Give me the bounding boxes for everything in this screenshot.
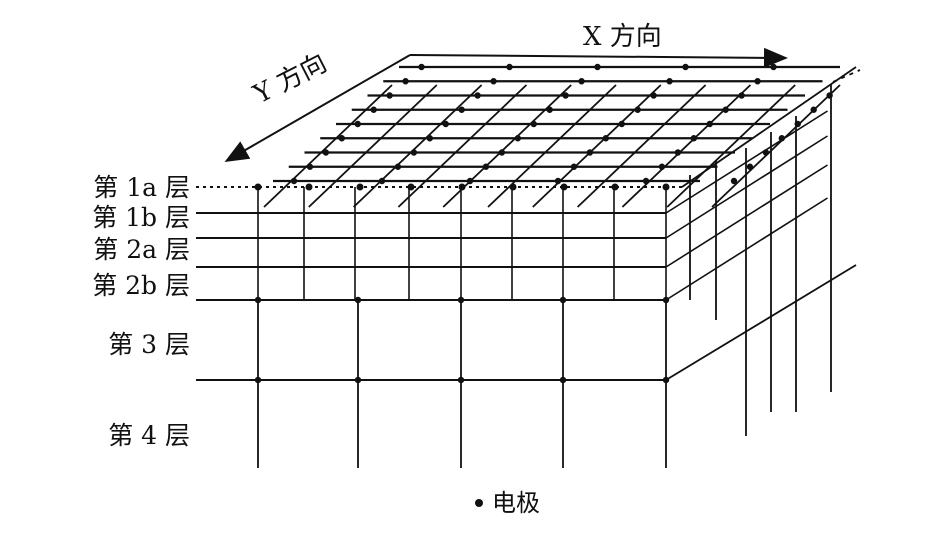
top-y-line: [487, 84, 617, 208]
electrode-dot: [394, 163, 402, 170]
electrode-dot: [559, 376, 567, 384]
electrode-legend-dot: [475, 499, 483, 507]
electrode-dot: [682, 63, 689, 71]
electrode-dot: [338, 135, 346, 142]
electrode-dot: [634, 106, 641, 113]
electrode-dot: [662, 296, 670, 304]
electrode-dot: [466, 177, 474, 185]
layer-label-1b: 第 1b 层: [92, 203, 190, 232]
top-y-line: [711, 84, 841, 208]
electrode-dot: [690, 135, 698, 142]
top-y-line: [352, 84, 483, 208]
electrode-dot: [426, 135, 434, 142]
layer-label-2b: 第 2b 层: [92, 271, 190, 300]
electrode-dot: [498, 149, 506, 156]
electrode-dot: [306, 163, 314, 170]
y-direction-arrow: [224, 54, 411, 162]
electrode-dot: [457, 296, 465, 304]
electrode-dot: [474, 92, 481, 99]
electrode-dot: [738, 92, 745, 99]
electrode-dot: [322, 149, 330, 156]
electrode-dot: [458, 183, 466, 191]
x-direction-arrow: [409, 47, 788, 68]
electrode-dot: [658, 163, 666, 170]
electrode-dot: [730, 177, 738, 185]
electrode-dot: [602, 135, 610, 142]
electrode-dot: [530, 120, 537, 128]
electrode-dot: [458, 106, 465, 113]
electrode-dot: [642, 177, 650, 185]
electrode-dot: [770, 63, 777, 71]
electrode-dot: [594, 63, 601, 71]
electrode-dot: [618, 120, 625, 128]
electrode-dot: [378, 177, 386, 185]
electrode-dot: [354, 296, 362, 304]
electrode-dot: [666, 78, 673, 85]
electrode-dot: [559, 296, 567, 304]
layer-label-3: 第 3 层: [108, 330, 190, 359]
electrode-dot: [254, 376, 262, 384]
electrode-dot: [722, 106, 729, 113]
electrode-dot: [506, 63, 513, 71]
electrode-dot: [662, 376, 670, 384]
electrode-dot: [386, 92, 393, 99]
electrode-dot: [706, 120, 713, 128]
layer-label-4: 第 4 层: [108, 421, 190, 450]
electrode-dot: [554, 177, 562, 185]
electrode-dot: [482, 163, 490, 170]
electrode-dot: [611, 183, 619, 191]
electrode-dot: [457, 376, 465, 384]
electrode-dot: [354, 376, 362, 384]
electrode-dot: [305, 183, 313, 191]
electrode-dot: [546, 106, 553, 113]
electrode-dot: [442, 120, 449, 128]
top-y-line: [263, 84, 393, 208]
top-y-line: [397, 84, 528, 208]
electrode-dot: [509, 183, 517, 191]
electrode-dot: [418, 63, 425, 71]
layer-label-1a: 第 1a 层: [93, 173, 190, 202]
electrode-dot: [370, 106, 377, 113]
electrode-dot: [754, 78, 761, 85]
electrode-dot: [356, 183, 364, 191]
electrode-dot: [514, 135, 522, 142]
side-top-edge: [681, 66, 857, 188]
electrode-dot: [354, 120, 361, 128]
electrode-dot: [562, 92, 569, 99]
electrode-dot: [254, 296, 262, 304]
side-layer-line: [665, 264, 857, 381]
electrode-dot: [810, 106, 817, 113]
electrode-dot: [410, 149, 418, 156]
electrode-dot: [746, 163, 754, 170]
electrode-legend-label: 电极: [492, 489, 540, 517]
top-y-line: [666, 84, 796, 208]
electrode-dot: [402, 78, 409, 85]
layer-label-2a: 第 2a 层: [93, 235, 190, 264]
electrode-dot: [560, 183, 568, 191]
electrode-dot: [650, 92, 657, 99]
electrode-dot: [570, 163, 578, 170]
electrode-dot: [586, 149, 594, 156]
electrode-dot: [290, 177, 298, 185]
top-y-line: [576, 84, 707, 208]
electrode-dot: [778, 135, 786, 142]
x-direction-label: X 方向: [583, 22, 662, 52]
electrode-dot: [578, 78, 585, 85]
top-y-line: [621, 84, 752, 208]
electrode-dot: [490, 78, 497, 85]
electrode-dot: [674, 149, 682, 156]
